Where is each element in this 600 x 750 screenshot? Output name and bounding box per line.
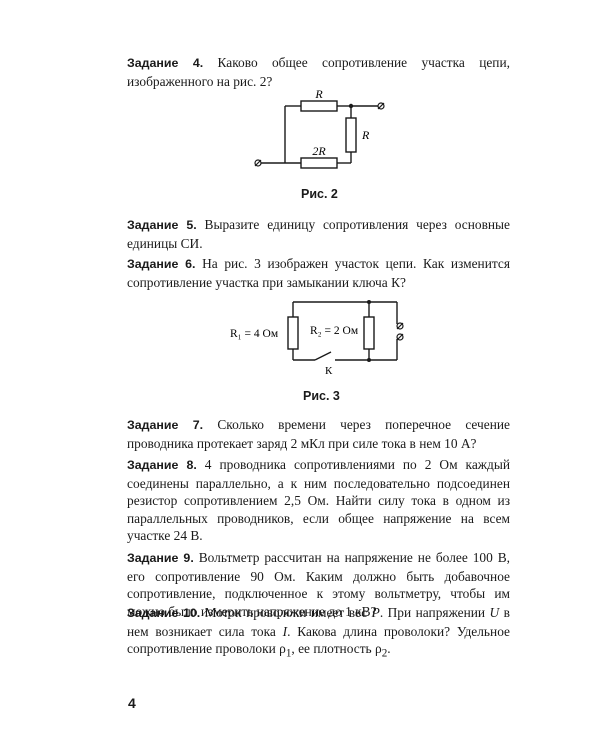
figure-2-caption: Рис. 2 [301, 187, 338, 201]
subscript: 1 [285, 647, 292, 660]
symbol-rho: ρ [375, 641, 382, 657]
task-9: Задание 9. Вольтметр рассчитан на напряж… [127, 549, 510, 620]
label-key: К [325, 365, 333, 377]
symbol-p: P [371, 605, 380, 620]
task-text: , ее плотность [291, 641, 375, 657]
label-right-r: R [361, 128, 370, 142]
figure-3-caption: Рис. 3 [303, 389, 340, 403]
circuit-figure-3: R₁ = 4 Ом R₂ = 2 Ом К [230, 300, 404, 377]
task-text: . При напряжении [379, 605, 490, 620]
label-r1: R₁ = 4 Ом [230, 328, 279, 340]
circuit-figure-2: R R 2R [254, 87, 385, 169]
subscript: 2 [381, 647, 388, 660]
label-top-r: R [314, 87, 323, 101]
task-5: Задание 5. Выразите единицу сопротивлени… [127, 216, 510, 252]
task-7: Задание 7. Сколько времени через попереч… [127, 416, 510, 452]
task-text: Выразите единицу сопротивления через осн… [127, 217, 511, 251]
task-8: Задание 8. 4 проводника сопротивлениями … [127, 456, 510, 545]
task-text: Моток проволоки имеет вес [200, 605, 372, 620]
task-label: Задание 4. [127, 56, 204, 70]
task-text: Сколько времени через поперечное сечение… [127, 417, 510, 451]
task-label: Задание 10. [127, 606, 201, 620]
task-4: Задание 4. Каково общее сопротивление уч… [127, 54, 510, 90]
symbol-u: U [489, 605, 500, 620]
task-text: 4 проводника сопротивлениями по 2 Ом каж… [127, 457, 511, 544]
task-label: Задание 5. [127, 218, 197, 232]
task-text: Каково общее сопротивление участка цепи,… [127, 55, 510, 89]
task-text: На рис. 3 изображен участок цепи. Как из… [127, 256, 510, 290]
task-label: Задание 9. [127, 551, 194, 565]
task-text: . [387, 641, 391, 657]
task-text: . Какова длина проволоки? Удельное сопро… [127, 623, 510, 657]
task-label: Задание 7. [127, 418, 204, 432]
page-number: 4 [128, 695, 136, 711]
task-text: в нем возникает сила тока [127, 605, 510, 639]
label-bottom-2r: 2R [312, 144, 326, 158]
task-6: Задание 6. На рис. 3 изображен участок ц… [127, 255, 510, 291]
label-r2: R₂ = 2 Ом [310, 325, 359, 337]
task-text: Вольтметр рассчитан на напряжение не бол… [127, 550, 510, 619]
task-10: Задание 10. Моток проволоки имеет вес P.… [127, 604, 510, 663]
symbol-rho: ρ [279, 641, 286, 657]
task-label: Задание 8. [127, 458, 197, 472]
symbol-i: I [282, 623, 288, 639]
task-label: Задание 6. [127, 257, 196, 271]
